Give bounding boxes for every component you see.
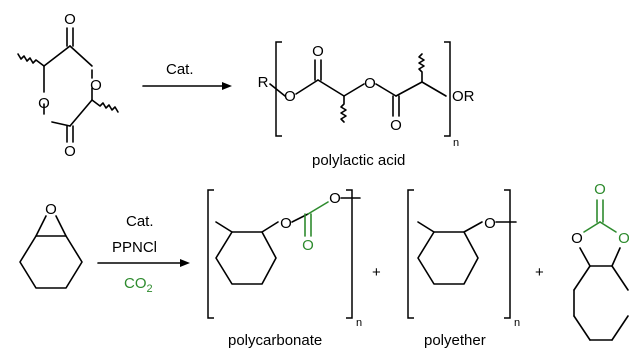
top-catalyst-label: Cat. — [166, 61, 194, 78]
co2-label: CO2 — [124, 275, 153, 295]
pc-o-2: O — [329, 190, 341, 207]
cyclic-carbonate-molecule: O O O — [571, 181, 629, 341]
plus-sign-2: + — [535, 264, 544, 281]
pc-o-1: O — [280, 215, 292, 232]
polyether-label: polyether — [424, 332, 486, 349]
pe-o: O — [484, 215, 496, 232]
pla-or-end: OR — [452, 88, 475, 105]
cyclohexene-oxide-molecule: O — [19, 201, 83, 289]
reaction-arrow-top — [142, 82, 232, 90]
polylactic-acid-label: polylactic acid — [312, 152, 405, 169]
lactide-molecule: O O O O — [17, 11, 119, 160]
cc-carbonyl-o: O — [594, 181, 606, 198]
lactide-carbonyl-o-bottom: O — [64, 143, 76, 160]
reaction-arrow-bottom — [97, 259, 190, 267]
bottom-catalyst-label: Cat. — [126, 213, 154, 230]
lactide-carbonyl-o-top: O — [64, 11, 76, 28]
polylactic-acid-molecule: R O O O O OR n — [258, 41, 475, 149]
polycarbonate-label: polycarbonate — [228, 332, 322, 349]
lactide-ring-o-right: O — [90, 77, 102, 94]
pla-r-group: R — [258, 74, 269, 91]
ppncl-label: PPNCl — [112, 239, 157, 256]
pla-ester-o-2: O — [364, 75, 376, 92]
pla-carbonyl-o-1: O — [312, 43, 324, 60]
pc-repeat-subscript: n — [356, 317, 362, 329]
pla-repeat-subscript: n — [453, 137, 459, 149]
pc-carbonyl-o: O — [302, 237, 314, 254]
pla-ester-o-1: O — [284, 88, 296, 105]
lactide-ring-o-left: O — [38, 95, 50, 112]
cc-ring-o-left: O — [571, 230, 583, 247]
cc-ring-o-right: O — [618, 230, 629, 247]
polycarbonate-molecule: O O O n — [207, 189, 362, 329]
pla-carbonyl-o-2: O — [390, 117, 402, 134]
pe-repeat-subscript: n — [514, 317, 520, 329]
epoxide-o: O — [45, 201, 57, 218]
polyether-molecule: O n — [407, 189, 520, 329]
plus-sign-1: + — [372, 264, 381, 281]
